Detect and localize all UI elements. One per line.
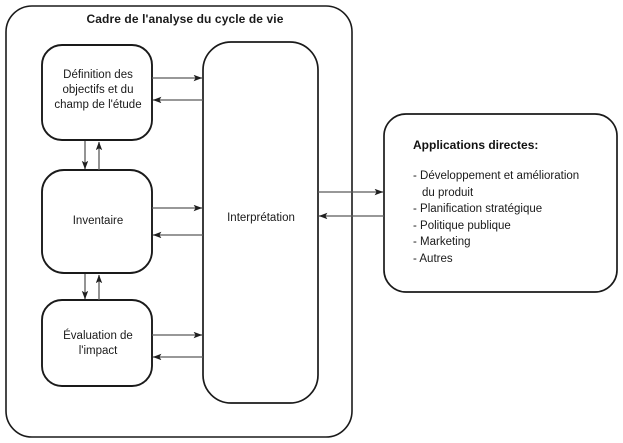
stage-label-goal-scope: Définition des objectifs et du champ de …: [54, 69, 142, 111]
application-item: - Développement et amélioration du produ…: [413, 170, 580, 199]
stage-label-inventory: Inventaire: [72, 215, 124, 227]
stage-label-impact: Évaluation de l'impact: [63, 330, 133, 357]
applications-panel: Applications directes: - Développement e…: [413, 138, 613, 267]
interpretation-label: Interprétation: [227, 212, 295, 224]
application-item: - Politique publique: [413, 219, 511, 232]
applications-list: - Développement et amélioration du produ…: [413, 168, 613, 267]
application-item: - Planification stratégique: [413, 203, 543, 215]
applications-title: Applications directes:: [413, 138, 539, 152]
application-item: - Marketing: [413, 236, 471, 248]
framework-title: Cadre de l'analyse du cycle de vie: [86, 12, 284, 26]
application-item: - Autres: [413, 252, 453, 265]
